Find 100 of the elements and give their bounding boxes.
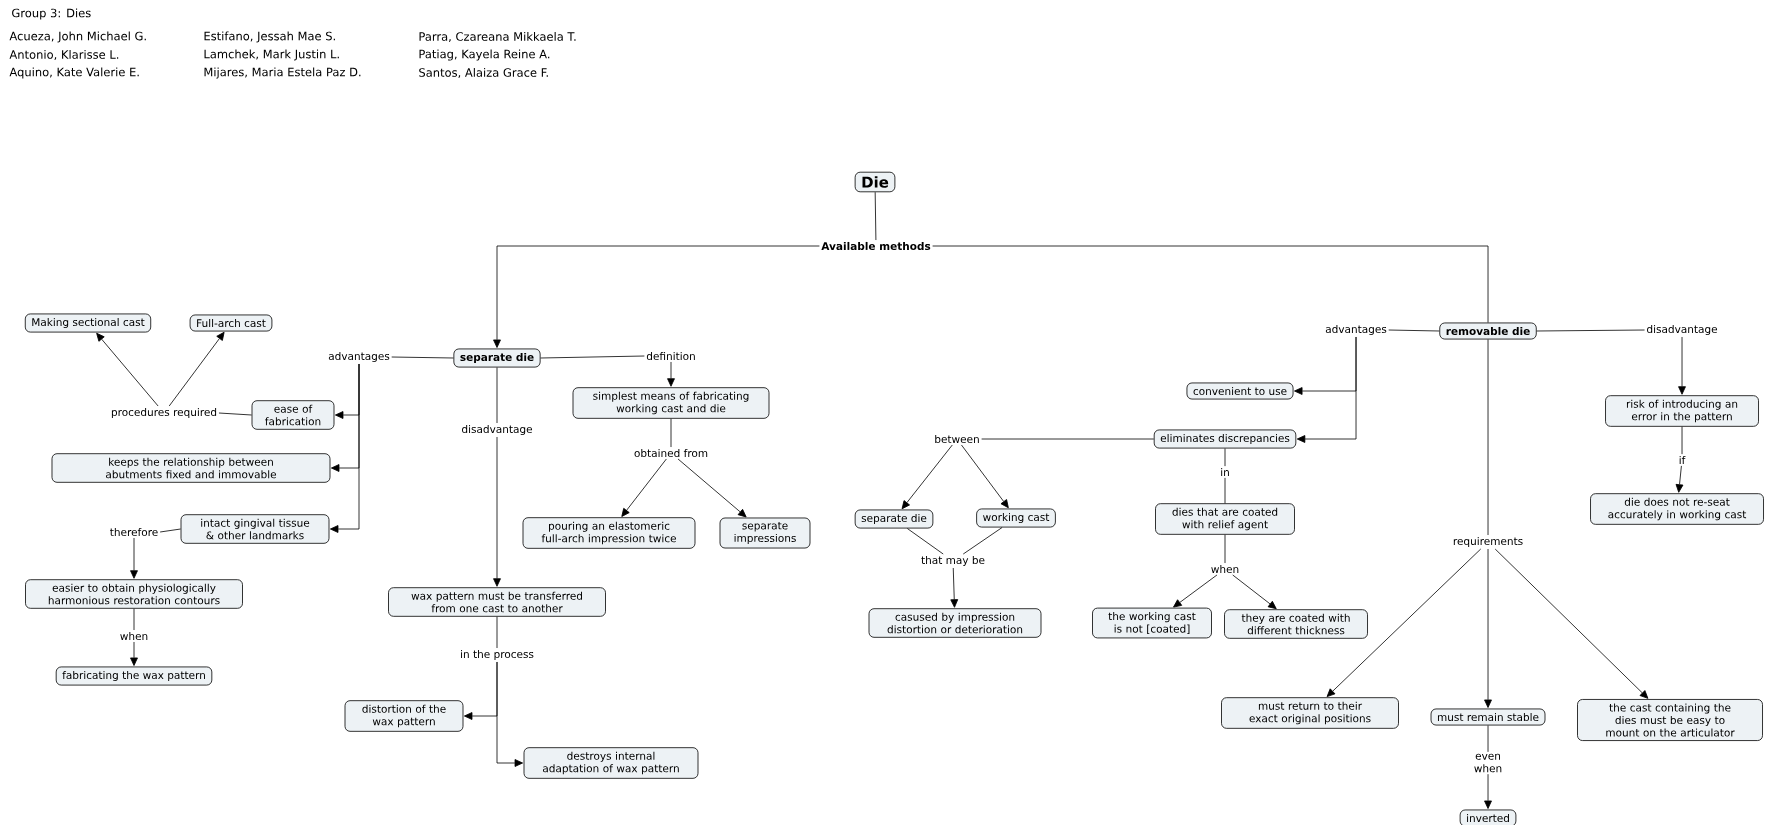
concept-box: risk of introducing an error in the pattern — [1605, 395, 1759, 427]
connector — [1232, 574, 1277, 610]
concept-box: easier to obtain physiologically harmonious restoration contours — [25, 579, 243, 609]
linking-phrase: Available methods — [819, 240, 933, 252]
concept-box: casused by impression distortion or deterioration — [868, 608, 1042, 638]
author-name: Lamchek, Mark Justin L. — [204, 49, 339, 61]
connector — [96, 332, 159, 407]
author-name: Patiag, Kayela Reine A. — [419, 49, 550, 61]
connector — [981, 438, 1155, 440]
connector — [667, 361, 675, 387]
concept-box: separate die — [453, 348, 541, 368]
linking-phrase: disadvantage — [459, 423, 535, 437]
concept-box: must return to their exact original positions — [1221, 697, 1399, 729]
connector — [1173, 574, 1218, 608]
connector — [1681, 426, 1683, 455]
connector — [1487, 725, 1489, 753]
author-name: Mijares, Maria Estela Paz D. — [204, 67, 361, 79]
connector — [906, 528, 944, 555]
concept-box: dies that are coated with relief agent — [1155, 503, 1295, 535]
linking-phrase: that may be — [919, 554, 987, 568]
author-name: Aquino, Kate Valerie E. — [9, 67, 139, 79]
connector — [133, 608, 135, 631]
connector — [961, 444, 1009, 509]
linking-phrase: advantages — [326, 350, 392, 364]
title: Group 3: Dies — [12, 8, 91, 20]
connector — [670, 418, 672, 448]
connector — [218, 412, 252, 416]
connector — [1484, 548, 1492, 708]
connector — [540, 355, 645, 359]
connector — [168, 331, 225, 407]
connector — [1296, 336, 1357, 443]
connector — [1326, 548, 1482, 697]
connector — [496, 367, 498, 424]
connector — [621, 458, 667, 517]
linking-phrase: when — [1209, 563, 1241, 575]
connector — [901, 444, 953, 510]
author-name: Parra, Czareana Mikkaela T. — [419, 31, 576, 43]
connector — [874, 191, 877, 241]
connector — [391, 356, 454, 359]
concept-box: eliminates discrepancies — [1153, 429, 1297, 449]
author-name: Estifano, Jessah Mae S. — [204, 31, 335, 43]
connector — [950, 567, 959, 608]
connector — [1675, 465, 1684, 493]
concept-box: fabricating the wax pattern — [55, 666, 213, 686]
concept-box: separate impressions — [719, 517, 811, 549]
linking-phrase: requirements — [1451, 535, 1525, 549]
connector — [1224, 448, 1226, 467]
linking-phrase: definition — [644, 350, 698, 362]
linking-phrase: obtained from — [632, 447, 710, 459]
connector — [1484, 773, 1492, 809]
concept-box: Making sectional cast — [24, 313, 152, 333]
linking-phrase: procedures required — [109, 406, 219, 420]
author-name: Santos, Alaiza Grace F. — [419, 67, 548, 79]
concept-box: Die — [854, 171, 896, 193]
concept-box: the working cast is not [coated] — [1092, 607, 1212, 639]
connector — [496, 661, 523, 767]
connector — [130, 641, 138, 666]
connector — [1487, 339, 1489, 536]
linking-phrase: when — [118, 630, 150, 642]
concept-box: wax pattern must be transferred from one cast to another — [388, 587, 606, 617]
linking-phrase: in the process — [458, 648, 536, 662]
linking-phrase: disadvantage — [1644, 323, 1720, 337]
connector — [677, 458, 747, 518]
connector — [493, 436, 501, 587]
connector — [1494, 548, 1649, 699]
connector — [130, 537, 138, 579]
connector — [1536, 329, 1645, 332]
concept-box: working cast — [976, 508, 1056, 528]
author-name: Antonio, Klarisse L. — [9, 49, 119, 61]
concept-box: they are coated with different thickness — [1224, 609, 1368, 639]
linking-phrase: advantages — [1323, 323, 1389, 337]
concept-box: separate die — [854, 509, 934, 529]
concept-box: convenient to use — [1186, 382, 1294, 400]
concept-box: simplest means of fabricating working cast and die — [572, 387, 770, 419]
concept-box: keeps the relationship between abutments fixed and immovable — [51, 453, 331, 483]
author-name: Acueza, John Michael G. — [9, 31, 146, 43]
concept-box: intact gingival tissue & other landmarks — [180, 514, 330, 544]
concept-box: must remain stable — [1430, 708, 1546, 726]
concept-box: distortion of the wax pattern — [344, 700, 464, 732]
linking-phrase: therefore — [108, 526, 160, 538]
connector — [496, 616, 498, 649]
linking-phrase: in — [1218, 466, 1232, 478]
connector — [1224, 477, 1226, 504]
linking-phrase: between — [932, 433, 982, 445]
concept-box: destroys internal adaptation of wax pattern — [523, 747, 699, 779]
connector — [1388, 329, 1440, 332]
linking-phrase: if — [1677, 454, 1687, 466]
linking-phrase: even when — [1466, 752, 1510, 774]
connector — [962, 527, 1003, 555]
connector — [1224, 534, 1226, 564]
connector — [493, 245, 820, 348]
concept-box: die does not re-seat accurately in working cast — [1590, 493, 1764, 525]
connector — [932, 245, 1489, 323]
concept-box: pouring an elastomeric full-arch impression twice — [522, 517, 696, 549]
concept-box: ease of fabrication — [251, 400, 335, 430]
connector — [1678, 336, 1686, 395]
concept-box: the cast containing the dies must be easy to mount on the articulator — [1577, 699, 1763, 741]
connector — [330, 363, 360, 533]
concept-box: Full-arch cast — [189, 314, 273, 332]
concept-box: inverted — [1459, 809, 1517, 825]
